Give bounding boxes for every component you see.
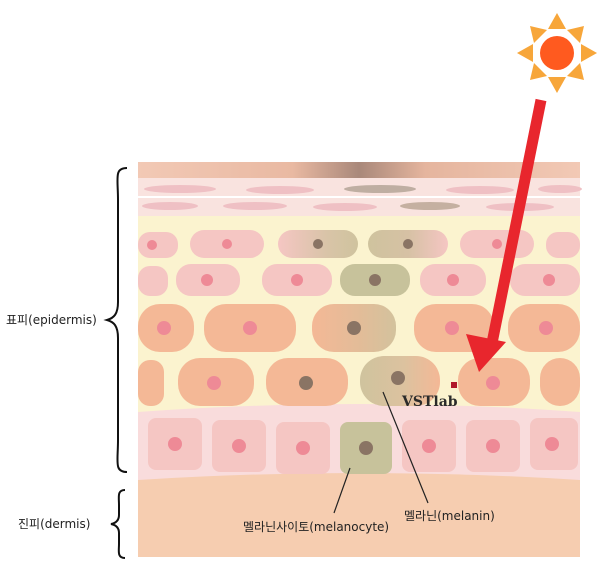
sun-icon <box>517 13 597 93</box>
flat-cell <box>313 203 377 211</box>
nucleus <box>347 321 361 335</box>
skin-cell <box>138 232 178 258</box>
nucleus <box>422 439 436 453</box>
nucleus <box>168 437 182 451</box>
basal-cells <box>148 418 578 474</box>
cell-row-1 <box>138 230 580 258</box>
nucleus <box>222 239 232 249</box>
dermis-brace <box>110 489 126 559</box>
epidermis-label: 표피(epidermis) <box>6 313 97 327</box>
nucleus <box>299 376 313 390</box>
nucleus <box>447 274 459 286</box>
skin-cell <box>138 266 168 296</box>
melanocyte-pointer-line <box>333 467 351 514</box>
nucleus <box>296 441 310 455</box>
epidermis-brace <box>103 167 128 473</box>
cell-row-4 <box>138 356 580 406</box>
nucleus <box>539 321 553 335</box>
nucleus <box>243 321 257 335</box>
melanin-pointer-line <box>382 391 429 504</box>
skin-cell <box>546 232 580 258</box>
nucleus <box>403 239 413 249</box>
brand-dot <box>451 382 457 388</box>
flat-cell <box>144 185 216 193</box>
nucleus <box>486 439 500 453</box>
nucleus <box>359 441 373 455</box>
cell-row-3 <box>138 304 580 352</box>
dermis-layer <box>138 473 580 557</box>
flat-cell <box>400 202 460 210</box>
cell-row-2 <box>138 264 580 296</box>
dermis-label: 진피(dermis) <box>18 517 90 531</box>
nucleus <box>543 274 555 286</box>
flat-cell <box>344 185 416 193</box>
nucleus <box>207 376 221 390</box>
nucleus <box>147 240 157 250</box>
nucleus <box>201 274 213 286</box>
nucleus <box>445 321 459 335</box>
flat-cell <box>446 186 514 194</box>
flat-cell <box>223 202 287 210</box>
nucleus <box>291 274 303 286</box>
flat-cell <box>538 185 582 193</box>
nucleus <box>391 371 405 385</box>
flat-cell <box>246 186 314 194</box>
stratum-corneum-top <box>138 162 580 178</box>
nucleus <box>232 439 246 453</box>
nucleus <box>369 274 381 286</box>
flat-cell <box>142 202 198 210</box>
flat-cells <box>142 185 582 211</box>
nucleus <box>157 321 171 335</box>
skin-cell <box>138 360 164 406</box>
uv-arrow-icon <box>466 98 547 372</box>
nucleus <box>492 239 502 249</box>
brand-logo-text: VSTlab <box>401 394 458 410</box>
nucleus <box>313 239 323 249</box>
melanocyte-label: 멜라닌사이토(melanocyte) <box>243 520 389 534</box>
nucleus <box>545 437 559 451</box>
nucleus <box>486 376 500 390</box>
melanin-label: 멜라닌(melanin) <box>404 509 495 523</box>
skin-cell <box>540 358 580 406</box>
